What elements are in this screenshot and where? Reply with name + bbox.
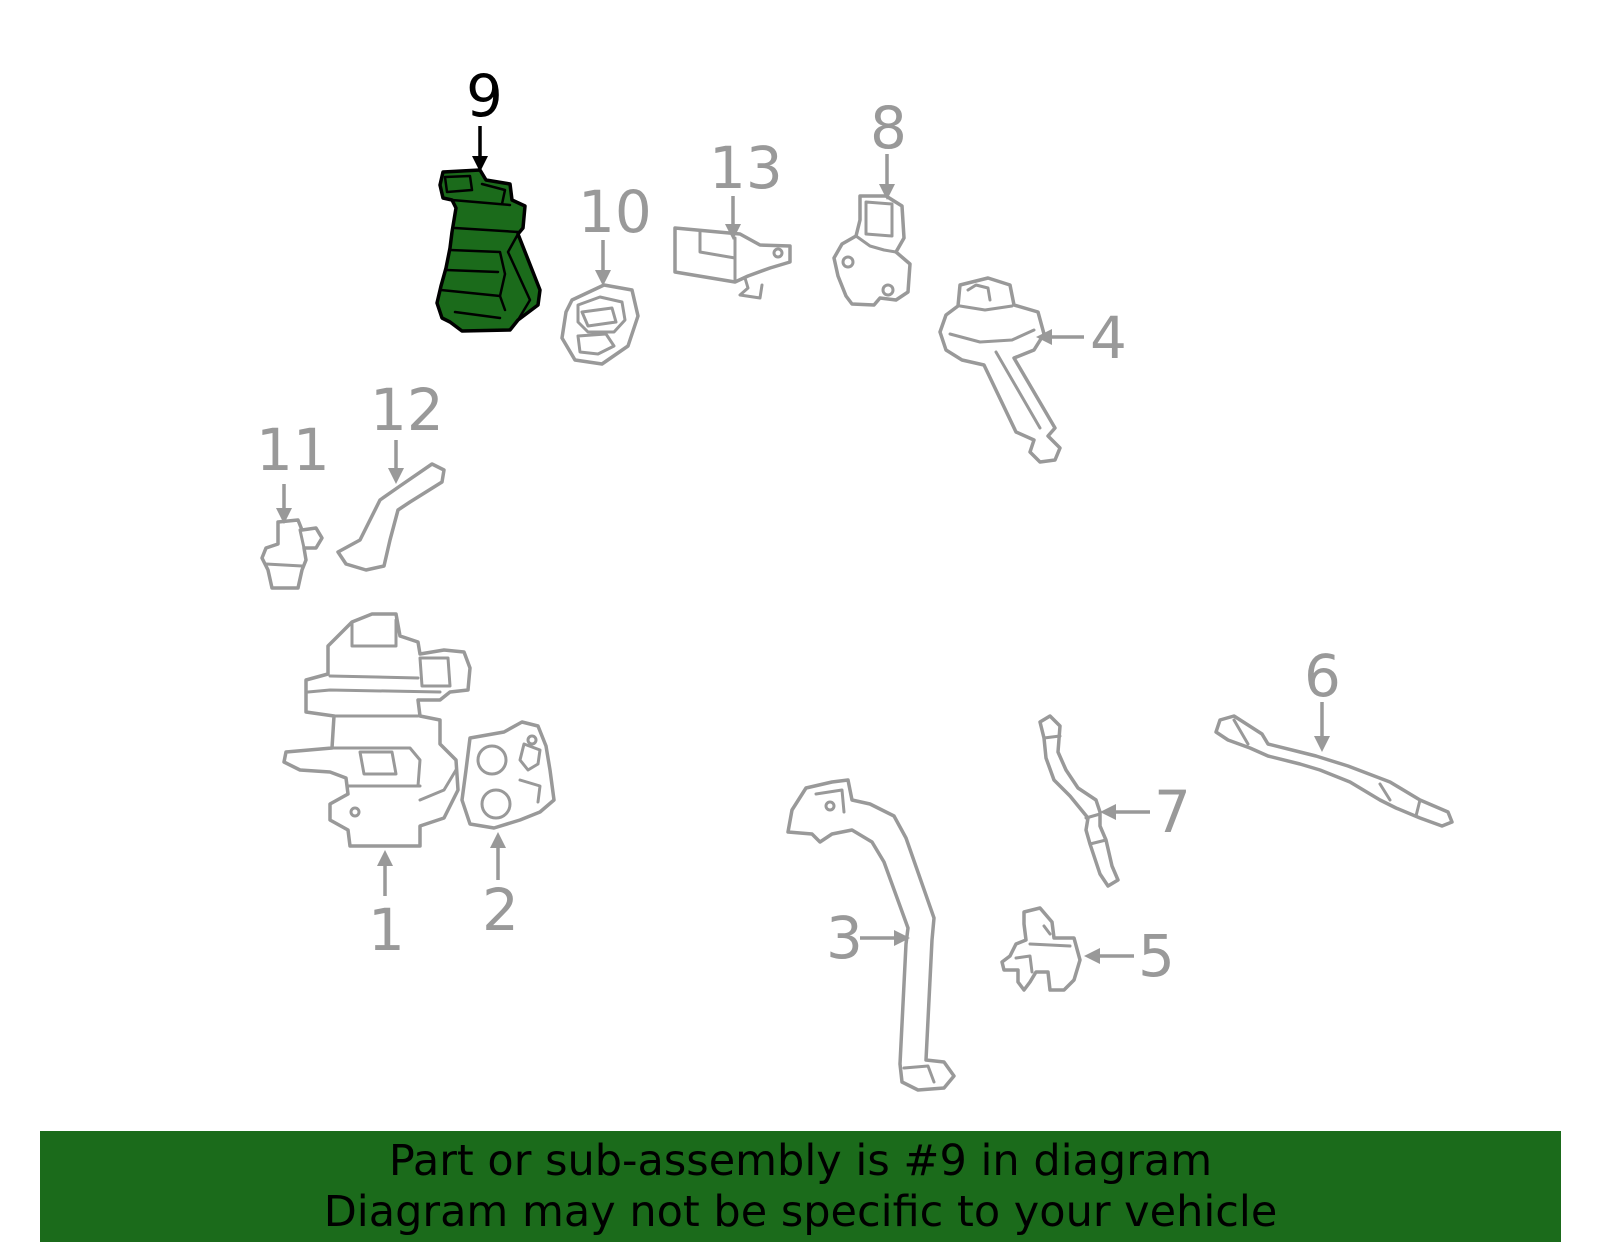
callout-2: 2 — [482, 832, 519, 944]
callout-6: 6 — [1304, 642, 1341, 752]
callout-2-label: 2 — [482, 876, 519, 944]
callout-11-label: 11 — [256, 416, 330, 484]
callout-8-label: 8 — [870, 94, 907, 162]
callout-13-label: 13 — [709, 134, 783, 202]
parts-diagram: 9 10 13 8 — [256, 62, 1454, 1092]
callout-8: 8 — [870, 94, 907, 200]
part-3-egr-pipe[interactable] — [786, 778, 956, 1092]
part-6-oxygen-sensor[interactable] — [1214, 714, 1454, 828]
part-5-vsv[interactable] — [1000, 906, 1082, 992]
part-10-gasket[interactable] — [560, 283, 640, 366]
callout-3-label: 3 — [826, 904, 863, 972]
part-1-valve-assembly[interactable] — [282, 612, 472, 848]
info-banner: Part or sub-assembly is #9 in diagram Di… — [40, 1131, 1561, 1242]
callout-6-label: 6 — [1304, 642, 1341, 710]
callout-7: 7 — [1100, 778, 1191, 846]
banner-line-2: Diagram may not be specific to your vehi… — [323, 1187, 1278, 1237]
callout-5-label: 5 — [1138, 922, 1175, 990]
callout-1-label: 1 — [368, 896, 405, 964]
callout-5: 5 — [1084, 922, 1175, 990]
callout-3: 3 — [826, 904, 910, 972]
part-4-actuator[interactable] — [938, 276, 1062, 464]
callout-13: 13 — [709, 134, 783, 240]
callout-7-label: 7 — [1154, 778, 1191, 846]
callout-10: 10 — [578, 178, 652, 286]
callout-9-label: 9 — [466, 62, 503, 130]
callout-1: 1 — [368, 850, 405, 964]
callout-4: 4 — [1036, 304, 1127, 372]
callout-9: 9 — [466, 62, 503, 172]
callout-12: 12 — [370, 376, 444, 484]
part-11-fitting[interactable] — [260, 518, 324, 590]
callout-11: 11 — [256, 416, 330, 524]
part-12-hose[interactable] — [336, 462, 446, 572]
callout-4-label: 4 — [1090, 304, 1127, 372]
part-2-gasket-plate[interactable] — [460, 720, 556, 830]
part-9-egr-valve[interactable] — [435, 168, 542, 333]
part-13-sensor[interactable] — [673, 226, 792, 300]
banner-line-1: Part or sub-assembly is #9 in diagram — [388, 1136, 1213, 1186]
part-7-oxygen-sensor[interactable] — [1038, 714, 1120, 888]
part-8-sensor[interactable] — [832, 194, 912, 307]
callout-10-label: 10 — [578, 178, 652, 246]
callout-12-label: 12 — [370, 376, 444, 444]
